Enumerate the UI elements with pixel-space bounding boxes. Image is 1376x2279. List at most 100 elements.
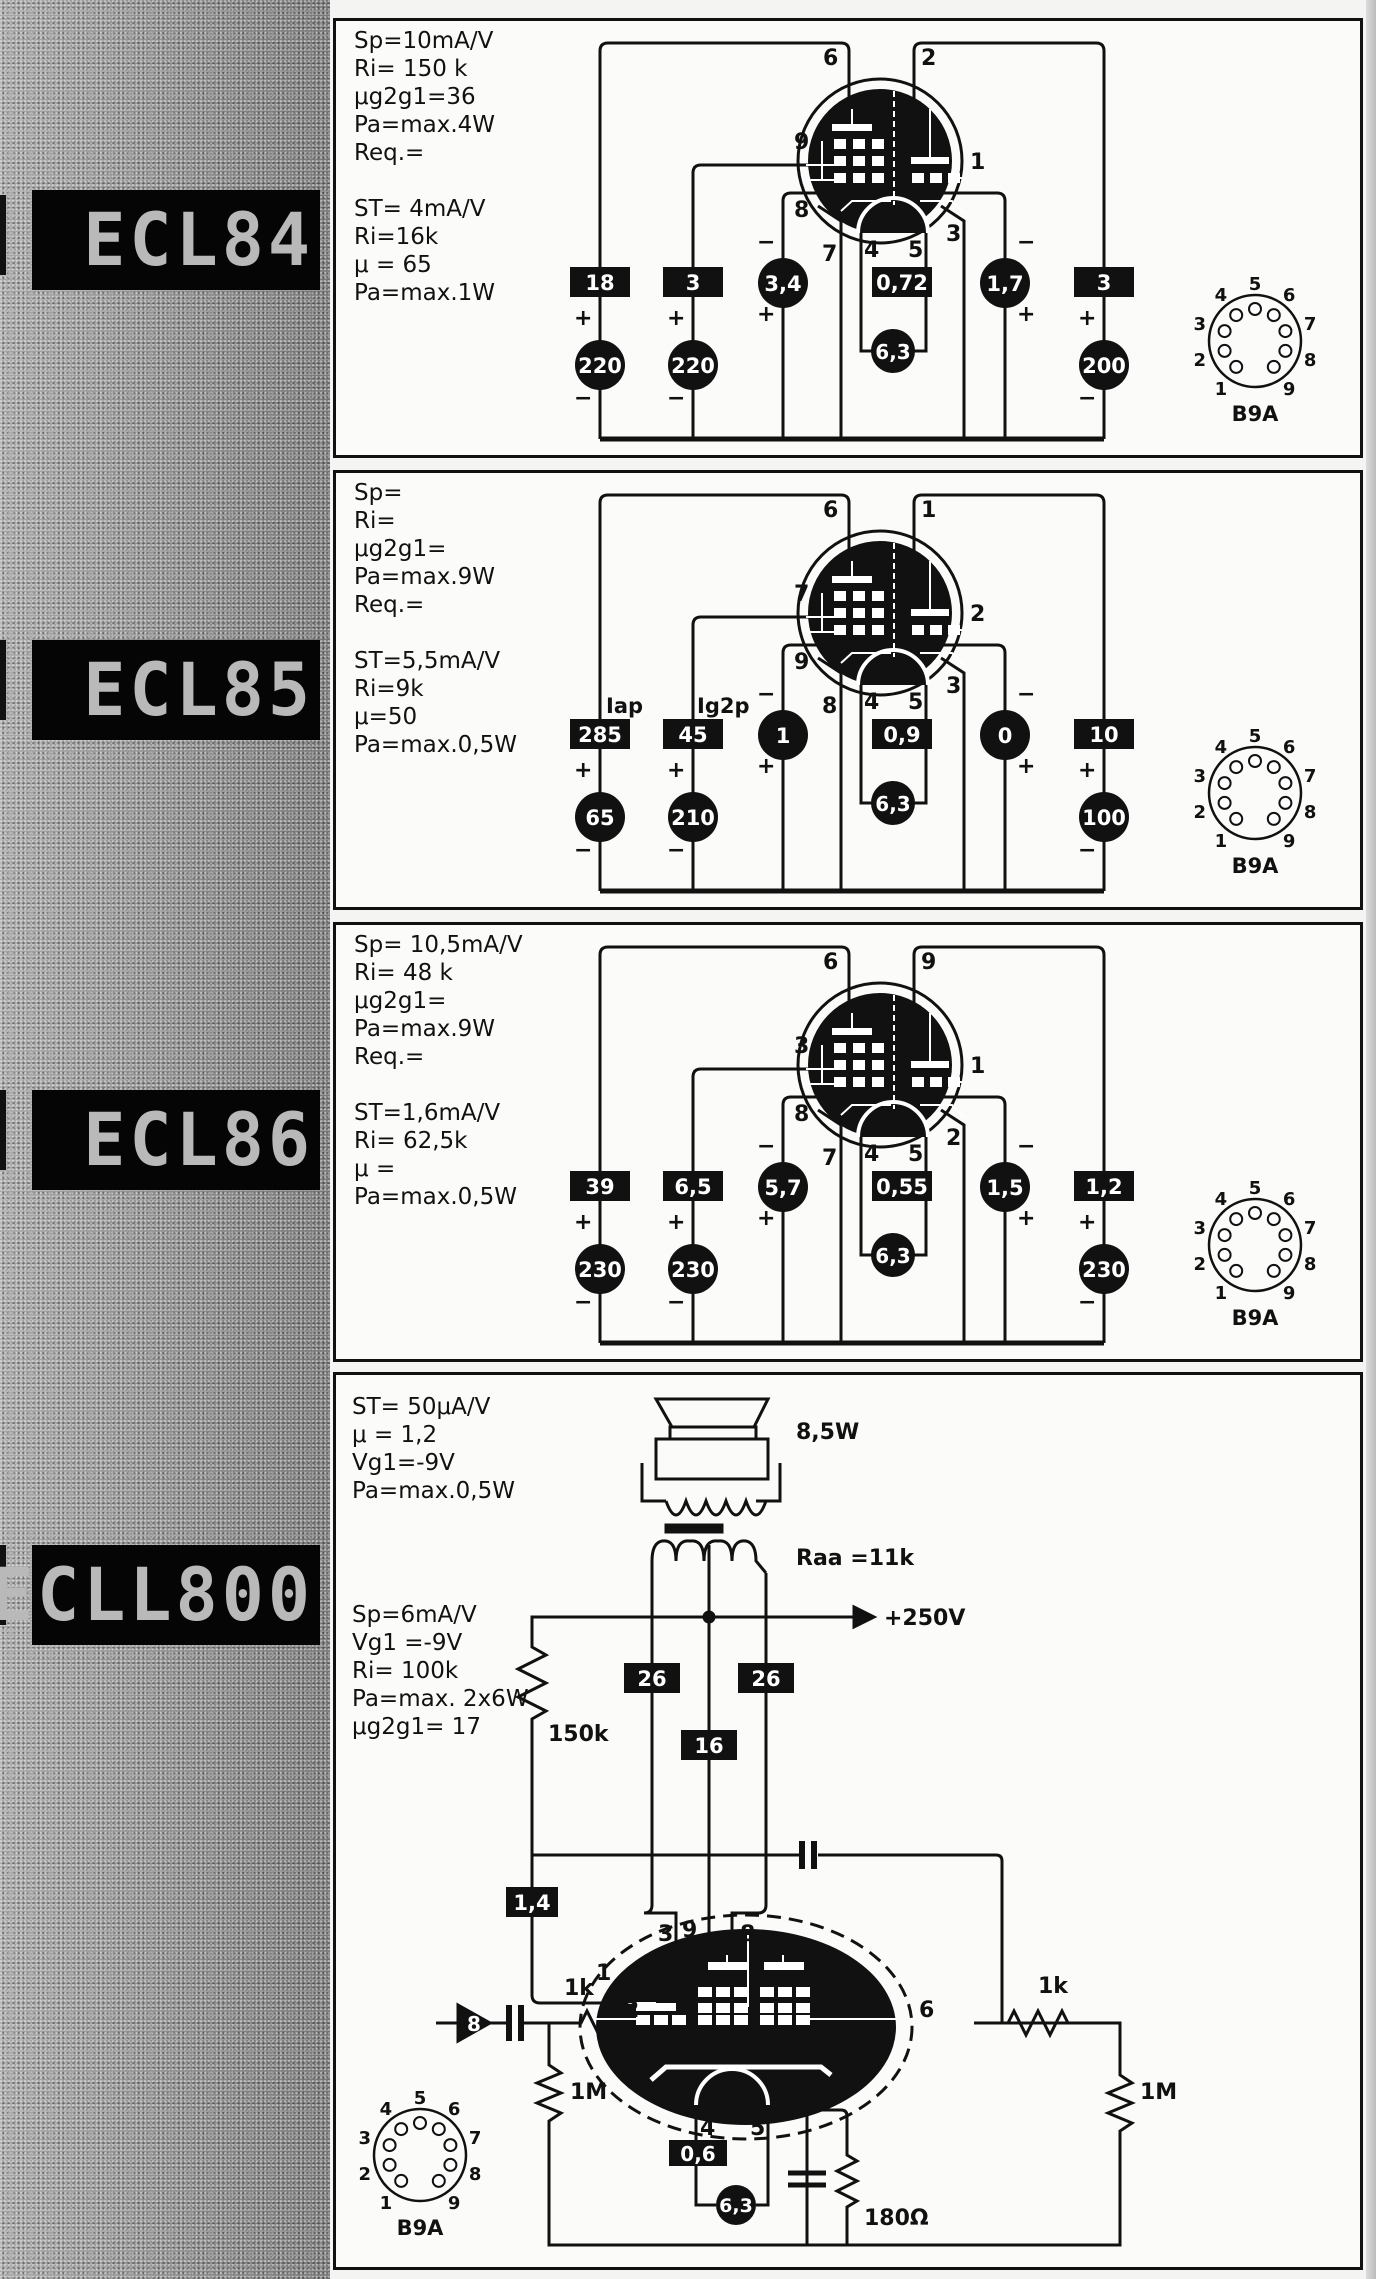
- resistor-1m-right-label: 1M: [1140, 2080, 1177, 2105]
- voltage-value: 230: [671, 1258, 715, 1282]
- speaker-power: 8,5W: [796, 1420, 859, 1445]
- pin-label: 9: [794, 130, 809, 155]
- current-box: 18: [570, 267, 630, 297]
- raa-label: Raa =11k: [796, 1546, 915, 1571]
- pin-label: 4: [700, 2116, 715, 2141]
- specs-pentode: Sp=6mA/V Vg1 =-9V Ri= 100k Pa=max. 2x6W …: [352, 1601, 529, 1741]
- socket-pin-hole: [431, 2122, 446, 2137]
- spec-line: Pa=max.4W: [354, 112, 495, 138]
- spec-line: Ri= 48 k: [354, 960, 453, 986]
- specs-triode: ST= 50μA/V μ = 1,2 Vg1=-9V Pa=max.0,5W: [352, 1393, 515, 1505]
- pin-label: 1: [970, 1054, 985, 1079]
- pin-label: 8: [794, 198, 809, 223]
- plus-sign: +: [757, 754, 775, 779]
- grid-bias-badge: 3,4: [758, 258, 808, 308]
- tube-label-ecl84: ECL84: [32, 190, 320, 290]
- current-value: 0,9: [883, 723, 920, 747]
- current-value: 1,4: [513, 1891, 550, 1915]
- plus-sign: +: [667, 1210, 685, 1235]
- socket-pin-hole: [382, 2157, 397, 2172]
- pin-label: 6: [823, 950, 838, 975]
- spec-line: Ri= 150 k: [354, 56, 468, 82]
- socket-pin-label: 4: [1215, 737, 1228, 758]
- socket-pin-hole: [443, 2138, 458, 2153]
- heater-voltage-badge: 6,3: [871, 781, 915, 825]
- current-box: 10: [1074, 719, 1134, 749]
- pin-label: 5: [908, 1142, 923, 1167]
- socket-pin-hole: [1266, 811, 1281, 826]
- speaker-icon: [640, 1397, 782, 1517]
- socket-pin-label: 7: [1304, 766, 1317, 787]
- resistor-1m-left-label: 1M: [570, 2080, 607, 2105]
- current-box: 0,6: [669, 2140, 727, 2166]
- spec-line: Ri= 62,5k: [354, 1128, 468, 1154]
- pin-label: 2: [624, 1998, 639, 2023]
- spec-line: μg2g1= 17: [352, 1714, 481, 1740]
- socket-pin-label: 9: [448, 2193, 461, 2214]
- spec-line: Sp=: [354, 480, 403, 506]
- current-box: 26: [624, 1663, 680, 1693]
- socket-pin-hole: [413, 2116, 427, 2130]
- heater-value: 6,3: [875, 340, 910, 364]
- socket-pin-hole: [1248, 302, 1262, 316]
- pin-label: 2: [946, 1126, 961, 1151]
- voltage-value: 100: [1082, 806, 1126, 830]
- current-value: 39: [585, 1175, 614, 1199]
- page-edge: [1366, 0, 1376, 2279]
- spec-line: Pa=max.9W: [354, 1016, 495, 1042]
- pin-label: 4: [864, 1142, 879, 1167]
- spec-line: μg2g1=36: [354, 84, 476, 110]
- resistor-180-label: 180Ω: [864, 2206, 929, 2231]
- supply-arrow-icon: [852, 1604, 878, 1630]
- pin-label: 7: [814, 2082, 829, 2107]
- pin-label: 5: [908, 238, 923, 263]
- socket-pin-hole: [1266, 1212, 1281, 1227]
- current-label: Ig2p: [697, 694, 750, 718]
- resistor-1k-in-label: 1k: [564, 1976, 595, 2001]
- minus-sign: −: [1078, 838, 1096, 863]
- current-value: 0,6: [680, 2142, 715, 2166]
- socket-pin-label: 8: [1304, 1254, 1317, 1275]
- socket-pin-label: 7: [1304, 1218, 1317, 1239]
- resistor-1m-left: [533, 2023, 846, 2247]
- minus-sign: −: [1017, 1134, 1035, 1159]
- spec-line: Ri=9k: [354, 676, 424, 702]
- voltage-badge: 65: [575, 792, 625, 842]
- socket-pin-hole: [431, 2173, 446, 2188]
- voltage-badge: 220: [668, 340, 718, 390]
- pin-label: 9: [682, 1918, 697, 1943]
- socket-pin-label: 4: [1215, 1189, 1228, 1210]
- plus-sign: +: [1017, 302, 1035, 327]
- panel-ecll800: ST= 50μA/V μ = 1,2 Vg1=-9V Pa=max.0,5W S…: [333, 1372, 1363, 2270]
- spec-line: μ = 65: [354, 252, 432, 278]
- grid-bias-value: 1,5: [986, 1176, 1023, 1200]
- spec-line: μ = 1,2: [352, 1422, 438, 1448]
- socket-pin-hole: [1248, 754, 1262, 768]
- socket-pin-label: 8: [1304, 350, 1317, 371]
- grid-bias-badge: 0: [980, 710, 1030, 760]
- current-value: 26: [637, 1667, 666, 1691]
- spec-line: μ =: [354, 1156, 396, 1182]
- spec-line: Sp=6mA/V: [352, 1602, 477, 1628]
- spec-line: μ=50: [354, 704, 418, 730]
- minus-sign: −: [667, 838, 685, 863]
- socket-pin-hole: [1217, 1247, 1232, 1262]
- socket-pin-hole: [1217, 1228, 1232, 1243]
- socket-pin-label: 2: [359, 2164, 372, 2185]
- heater-value: 6,3: [719, 2195, 753, 2217]
- plus-sign: +: [1017, 1206, 1035, 1231]
- grid-bias-value: 3,4: [764, 272, 801, 296]
- minus-sign: −: [1078, 1290, 1096, 1315]
- socket-pin-label: 1: [1215, 831, 1228, 852]
- socket-name: B9A: [1232, 402, 1280, 426]
- voltage-value: 230: [578, 1258, 622, 1282]
- socket-name: B9A: [1232, 854, 1280, 878]
- voltage-value: 220: [671, 354, 715, 378]
